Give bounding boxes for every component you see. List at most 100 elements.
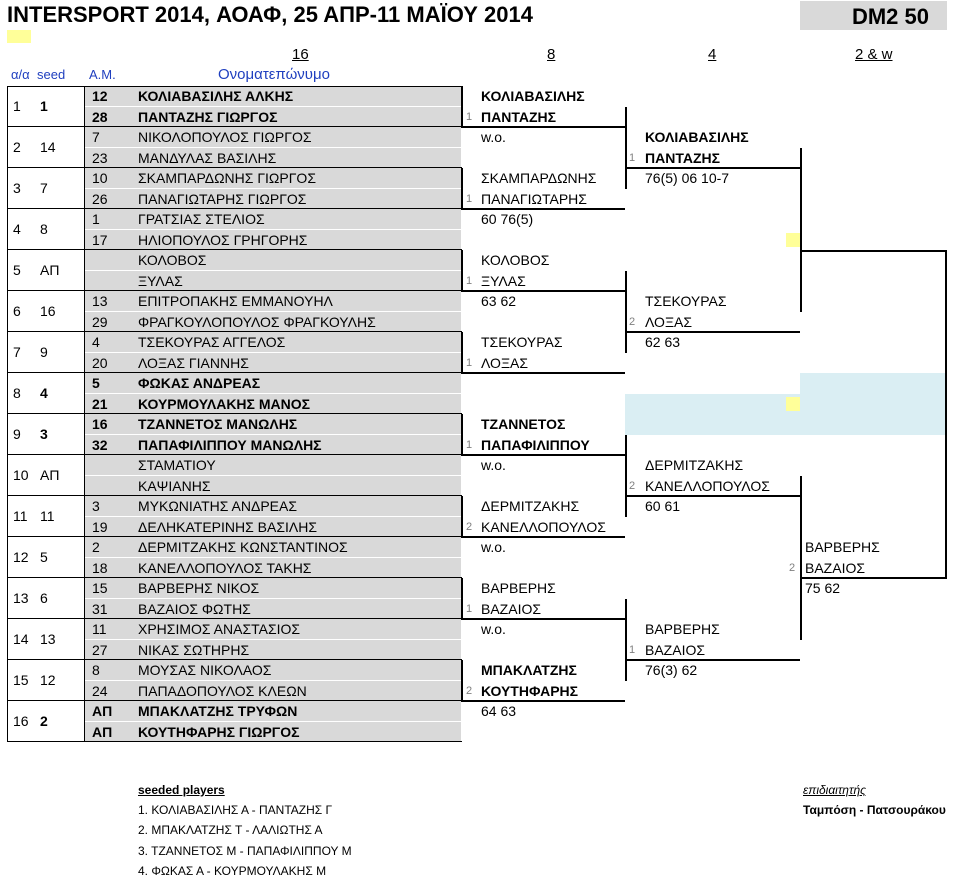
referee-name: Ταμπόση - Πατσουράκου [803, 803, 946, 817]
pair-position: 10 [13, 467, 29, 484]
player-name: ΔΕΡΜΙΤΖΑΚΗΣ ΚΩΝΣΤΑΝΤΙΝΟΣ [138, 539, 348, 555]
bracket-line [461, 290, 625, 292]
player-am: 2 [92, 539, 100, 555]
player-name: ΠΑΠΑΔΟΠΟΥΛΟΣ ΚΛΕΩΝ [138, 682, 307, 699]
player-name: ΠΑΝΤΑΖΗΣ ΓΙΩΡΓΟΣ [138, 108, 278, 125]
row-shade [84, 701, 461, 721]
r8-flag: 1 [466, 602, 473, 615]
r4-winner-bottom: ΠΑΝΤΑΖΗΣ [645, 149, 721, 166]
pair-position: 8 [13, 385, 21, 402]
r8-winner-top: ΚΟΛΟΒΟΣ [481, 252, 550, 268]
player-name: ΚΑΝΕΛΛΟΠΟΥΛΟΣ ΤΑΚΗΣ [138, 559, 312, 576]
col-seed-header: seed [37, 67, 66, 82]
pair-position: 6 [13, 303, 21, 320]
bracket-line [625, 434, 627, 517]
bracket-line [461, 618, 625, 620]
player-am: 28 [92, 108, 108, 125]
r8-winner-top: ΚΟΛΙΑΒΑΣΙΛΗΣ [481, 88, 585, 104]
row-shade [84, 270, 461, 291]
row-shade [84, 229, 461, 250]
player-name: ΒΑΡΒΕΡΗΣ ΝΙΚΟΣ [138, 580, 260, 596]
pair-position: 7 [13, 344, 21, 361]
yellow-marker [786, 396, 800, 411]
highlight-band [625, 393, 800, 435]
row-shade [84, 209, 461, 229]
player-name: ΝΙΚΟΛΟΠΟΥΛΟΣ ΓΙΩΡΓΟΣ [138, 129, 312, 145]
player-name: ΦΩΚΑΣ ΑΝΔΡΕΑΣ [138, 375, 261, 391]
player-name: ΧΡΗΣΙΜΟΣ ΑΝΑΣΤΑΣΙΟΣ [138, 621, 301, 637]
player-am: 31 [92, 600, 108, 617]
pair-seed: 13 [40, 631, 56, 648]
yellow-marker [786, 232, 800, 247]
bracket-line [461, 414, 463, 455]
player-am: 17 [92, 231, 108, 248]
player-name: ΚΟΥΤΗΦΑΡΗΣ ΓΙΩΡΓΟΣ [138, 723, 300, 740]
row-shade [84, 86, 461, 106]
pair-seed: ΑΠ [40, 262, 60, 279]
pair-position: 14 [13, 631, 29, 648]
player-name: ΤΣΕΚΟΥΡΑΣ ΑΓΓΕΛΟΣ [138, 334, 286, 350]
bracket-line [461, 332, 463, 373]
player-name: ΣΤΑΜΑΤΙΟΥ [138, 457, 216, 473]
player-am: 8 [92, 662, 100, 678]
player-am: 18 [92, 559, 108, 576]
r8-score: w.o. [481, 621, 506, 637]
pair-position: 9 [13, 426, 21, 443]
pair-position: 16 [13, 713, 29, 730]
bracket-line [625, 167, 800, 169]
r4-score: 62 63 [645, 334, 681, 350]
pair-position: 12 [13, 549, 29, 566]
player-name: ΚΟΛΙΑΒΑΣΙΛΗΣ ΑΛΚΗΣ [138, 88, 294, 104]
referee-title: επιδιαιτητής [803, 783, 866, 797]
player-am: 27 [92, 641, 108, 658]
pair-position: 2 [13, 139, 21, 156]
player-am: ΑΠ [92, 723, 113, 740]
pair-divider [7, 741, 462, 742]
bracket-line [461, 536, 625, 538]
yellow-marker [7, 30, 31, 43]
player-name: ΠΑΠΑΦΙΛΙΠΠΟΥ ΜΑΝΩΛΗΣ [138, 436, 322, 453]
r4-flag: 2 [629, 479, 636, 492]
row-shade [84, 680, 461, 701]
pair-seed: 7 [40, 180, 48, 197]
player-name: ΔΕΛΗΚΑΤΕΡΙΝΗΣ ΒΑΣΙΛΗΣ [138, 518, 318, 535]
pair-seed: 5 [40, 549, 48, 566]
row-shade [84, 147, 461, 168]
final-winner-top: ΒΑΡΒΕΡΗΣ [805, 539, 880, 555]
r4-score: 76(5) 06 10-7 [645, 170, 730, 186]
bracket-line [461, 208, 625, 210]
r4-flag: 2 [629, 315, 636, 328]
pair-divider [7, 208, 462, 209]
player-name: ΝΙΚΑΣ ΣΩΤΗΡΗΣ [138, 641, 250, 658]
r4-winner-top: ΒΑΡΒΕΡΗΣ [645, 621, 720, 637]
r8-winner-top: ΒΑΡΒΕΡΗΣ [481, 580, 556, 596]
pair-divider [7, 454, 462, 455]
player-am: 11 [92, 621, 107, 637]
col-name-header: Ονοματεπώνυμο [218, 66, 330, 83]
final-score: 75 62 [805, 580, 841, 596]
seeded-player-2: 2. ΜΠΑΚΛΑΤΖΗΣ Τ - ΛΑΛΙΩΤΗΣ Α [138, 823, 323, 837]
r8-winner-bottom: ΠΑΠΑΦΙΛΙΠΠΟΥ [481, 436, 590, 453]
bracket-line [800, 577, 947, 579]
player-am: 7 [92, 129, 100, 145]
row-shade [84, 332, 461, 352]
pair-seed: 14 [40, 139, 56, 156]
player-name: ΜΟΥΣΑΣ ΝΙΚΟΛΑΟΣ [138, 662, 272, 678]
r8-flag: 1 [466, 192, 473, 205]
pair-divider [7, 659, 462, 660]
r8-winner-bottom: ΞΥΛΑΣ [481, 272, 526, 289]
row-shade [84, 434, 461, 455]
player-name: ΛΟΞΑΣ ΓΙΑΝΝΗΣ [138, 354, 249, 371]
row-shade [84, 660, 461, 680]
pair-position: 5 [13, 262, 21, 279]
r8-score: 64 63 [481, 703, 517, 719]
r8-flag: 1 [466, 274, 473, 287]
r4-score: 60 61 [645, 498, 681, 514]
pair-seed: 8 [40, 221, 48, 238]
player-am: 13 [92, 293, 108, 309]
pair-position: 13 [13, 590, 29, 607]
pair-position: 4 [13, 221, 21, 238]
row-shade [84, 106, 461, 127]
row-shade [84, 537, 461, 557]
final-winner-bottom: ΒΑΖΑΙΟΣ [805, 559, 865, 576]
